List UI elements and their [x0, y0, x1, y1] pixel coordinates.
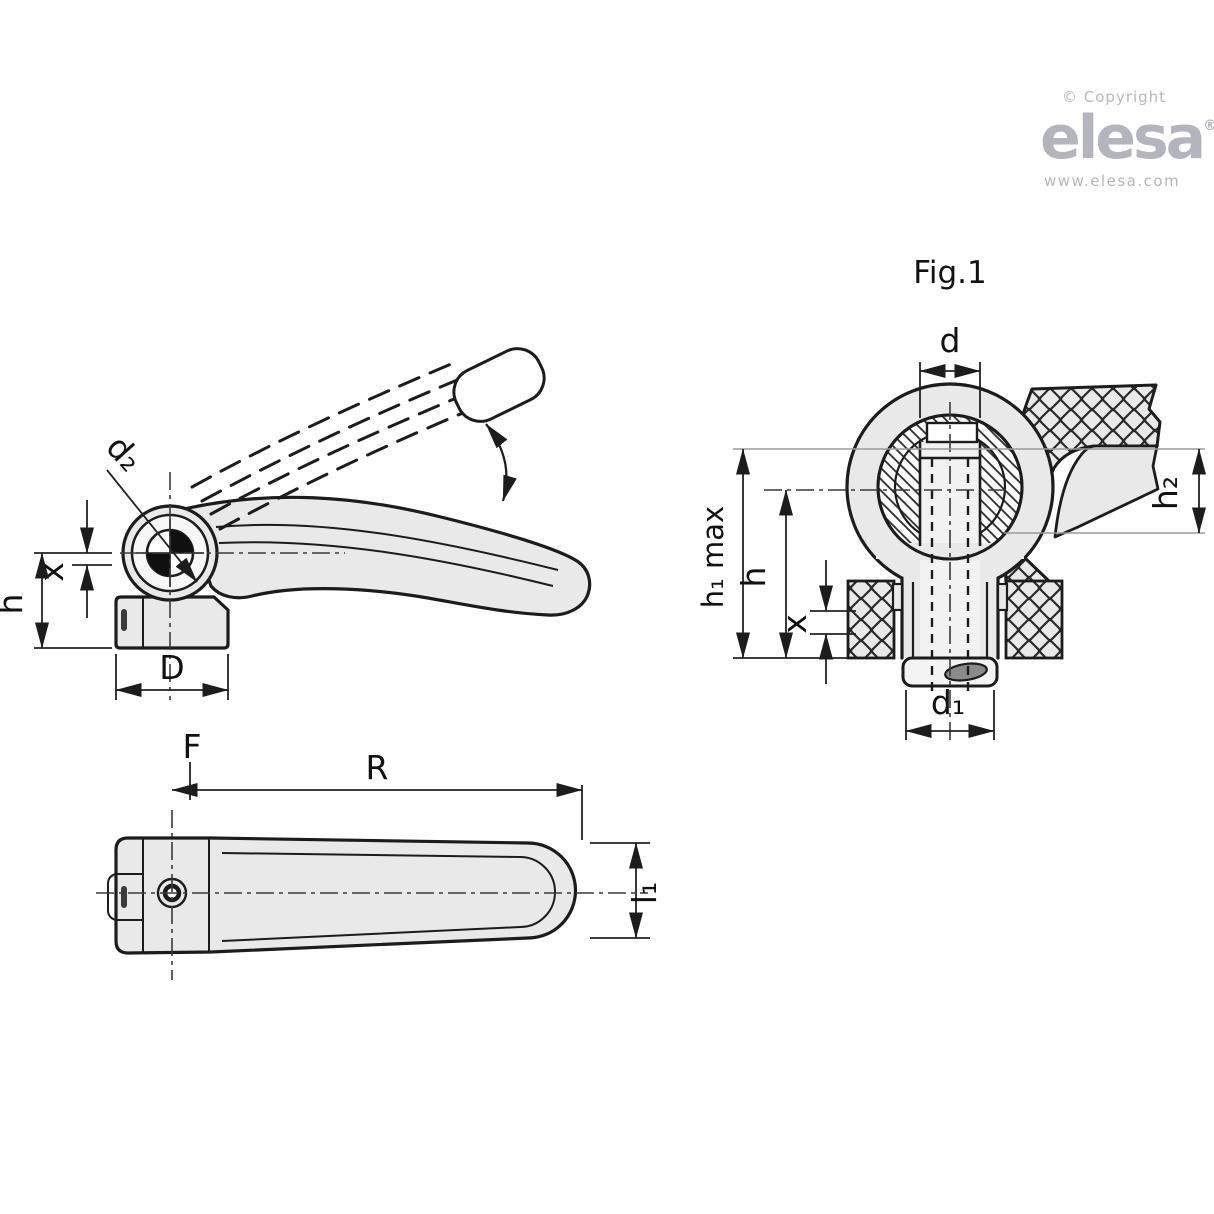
lever-closed-outline	[182, 495, 592, 617]
clamp-base-block	[114, 595, 230, 650]
dim-label-d1: d₁	[931, 683, 965, 722]
dim-label-x-section: x	[775, 614, 814, 634]
elesa-branding: © Copyright elesa® www.elesa.com	[1040, 88, 1214, 190]
bore-walls	[918, 442, 982, 546]
lever-open-contour-1	[200, 376, 464, 503]
thread-dashed-lines	[930, 458, 970, 698]
lever-open-edge-bottom	[218, 408, 472, 531]
hub-inner-walls	[911, 582, 989, 658]
lever-open-edge-top	[190, 360, 458, 489]
center-mark-quadrant-ur	[170, 530, 193, 553]
dim-label-h-side: h	[0, 594, 30, 615]
dim-label-l1: l₁	[625, 882, 664, 904]
registered-mark-icon: ®	[1203, 118, 1214, 134]
d2-leader-line	[106, 469, 198, 583]
rotation-arc-arrow	[485, 423, 517, 502]
bushing-top-slot	[925, 421, 979, 444]
fixture-block-right	[1004, 579, 1064, 660]
dim-label-D: D	[159, 648, 184, 687]
hub-flange-right	[996, 582, 1009, 612]
clamp-left-bump	[107, 873, 117, 921]
lever-contour-line-1	[215, 523, 559, 571]
fixture-block-left	[846, 579, 896, 660]
figure-caption: Fig.1	[913, 255, 986, 291]
dim-label-F: F	[183, 727, 202, 766]
dim-label-h2: h₂	[1146, 476, 1185, 510]
side-view-drawing: d₂ x h D	[0, 347, 592, 700]
website-url: www.elesa.com	[1044, 172, 1181, 190]
dim-label-d: d	[940, 321, 961, 360]
dim-label-x-side: x	[32, 562, 71, 582]
clamp-slot	[121, 886, 127, 908]
lever-contour-line-2	[218, 541, 554, 587]
copyright-text: © Copyright	[1062, 88, 1167, 106]
bushing-bottom-cover	[876, 543, 1024, 559]
lever-open-end-cap	[452, 347, 546, 423]
lever-top-outline	[114, 836, 578, 955]
dim-label-h-section: h	[734, 567, 773, 588]
lever-top-inner-contour	[221, 852, 556, 942]
section-view-drawing: Fig.1	[696, 255, 1206, 744]
elesa-logo: elesa®	[1040, 108, 1214, 168]
elesa-logo-text: elesa	[1040, 103, 1206, 173]
dim-label-R: R	[366, 748, 389, 787]
stud-end-section	[944, 662, 988, 682]
lever-open-contour-2	[209, 392, 468, 516]
clamped-plate-wedge	[1053, 444, 1160, 539]
hub-flange-left	[891, 582, 904, 612]
center-mark-quadrant-ll	[147, 553, 170, 576]
base-slot	[121, 609, 127, 631]
dim-label-h1max: h₁ max	[696, 506, 730, 608]
dim-label-d2: d₂	[99, 428, 151, 480]
top-view-drawing: F R l₁	[96, 727, 664, 980]
